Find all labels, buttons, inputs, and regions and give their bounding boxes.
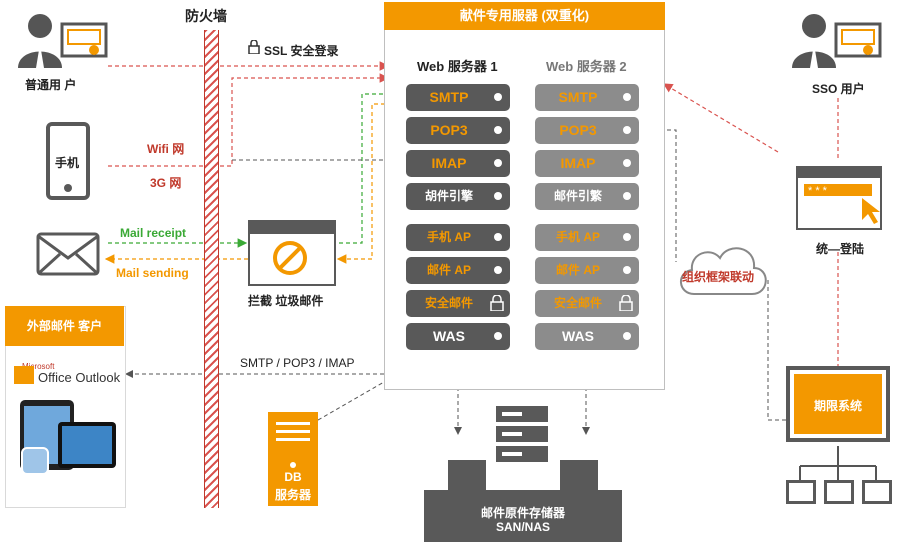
server1-was: WAS xyxy=(406,323,510,350)
server1-secure-mail: 安全邮件 xyxy=(406,290,510,317)
lock-icon xyxy=(248,39,260,59)
envelope-icon xyxy=(36,232,100,281)
protocols-label: SMTP / POP3 / IMAP xyxy=(240,356,355,370)
outlook-logo-icon xyxy=(14,366,34,384)
cloud-label: 组织框架联动 xyxy=(682,270,755,284)
mobile-phone-icon xyxy=(46,122,90,200)
mail-receipt-label: Mail receipt xyxy=(120,226,187,240)
server2-was: WAS xyxy=(535,323,639,350)
outlook-small: Microsoft xyxy=(22,362,55,371)
outlook-label: Office Outlook xyxy=(38,370,121,385)
terminal-2-icon xyxy=(824,480,854,504)
line-mobile-to-server xyxy=(108,73,390,167)
db-label-2: 服务器 xyxy=(274,488,311,502)
server1-mobile-ap: 手机 AP xyxy=(406,224,510,251)
server2-pop3: POP3 xyxy=(535,117,639,144)
server2-engine: 邮件引繁 xyxy=(535,183,639,210)
normal-user-icon xyxy=(12,6,112,79)
block-icon xyxy=(273,241,307,275)
storage-left-icon xyxy=(448,460,486,490)
term-monitor xyxy=(786,366,890,442)
storage-right-icon xyxy=(560,460,598,490)
login-label: 统—登陆 xyxy=(816,242,865,256)
line-receipt-to-smtp xyxy=(332,89,408,244)
normal-user-label: 普通用 户 xyxy=(25,78,77,92)
storage-base xyxy=(424,490,622,542)
storage-label-2: SAN/NAS xyxy=(495,520,550,534)
server1-pop3: POP3 xyxy=(406,117,510,144)
external-client-title: 外部邮件 客户 xyxy=(5,306,124,346)
term-label: 期限系统 xyxy=(813,399,862,413)
server2-smtp: SMTP xyxy=(535,84,639,111)
cloud-icon xyxy=(672,236,772,305)
3g-label: 3G 网 xyxy=(150,176,182,190)
server1-mail-ap: 邮件 AP xyxy=(406,257,510,284)
col2-title: Web 服务器 2 xyxy=(546,59,627,74)
server2-mail-ap: 邮件 AP xyxy=(535,257,639,284)
line-cloud-to-term xyxy=(767,280,786,421)
terminal-1-icon xyxy=(786,480,816,504)
server1-smtp: SMTP xyxy=(406,84,510,111)
col1-title: Web 服务器 1 xyxy=(417,59,498,74)
term-tree xyxy=(799,446,877,480)
server2-mobile-ap: 手机 AP xyxy=(535,224,639,251)
panel-title: 献件专用服器 (双重化) xyxy=(384,2,665,30)
sso-user-icon xyxy=(786,6,886,79)
storage-server-icon xyxy=(494,404,550,464)
firewall-label: 防火墙 xyxy=(185,8,227,24)
db-label-1: DB xyxy=(284,470,302,484)
storage-label-1: 邮件原件存储器 xyxy=(480,506,565,520)
spam-filter-label: 拦截 垃圾邮件 xyxy=(248,294,324,308)
server1-lock-icon xyxy=(490,295,504,311)
login-window: * * * xyxy=(796,166,882,230)
sso-user-label: SSO 用户 xyxy=(812,82,865,96)
cursor-icon xyxy=(860,196,884,231)
tablet-icon xyxy=(18,398,118,485)
server1-imap: IMAP xyxy=(406,150,510,177)
db-server-icon xyxy=(268,412,318,506)
firewall-bar xyxy=(204,30,219,508)
server2-secure-mail: 安全邮件 xyxy=(535,290,639,317)
mail-sending-label: Mail sending xyxy=(116,266,189,280)
server1-engine: 胡件引擎 xyxy=(406,183,510,210)
wifi-label: Wifi 网 xyxy=(147,142,185,156)
password-field: * * * xyxy=(804,184,872,197)
line-sso xyxy=(662,83,779,153)
ssl-label: SSL 安全登录 xyxy=(264,44,339,58)
line-db xyxy=(309,373,399,427)
server2-lock-icon xyxy=(619,295,633,311)
spam-filter-window xyxy=(248,220,336,286)
mobile-label: 手机 xyxy=(55,156,80,170)
server2-imap: IMAP xyxy=(535,150,639,177)
terminal-3-icon xyxy=(862,480,892,504)
